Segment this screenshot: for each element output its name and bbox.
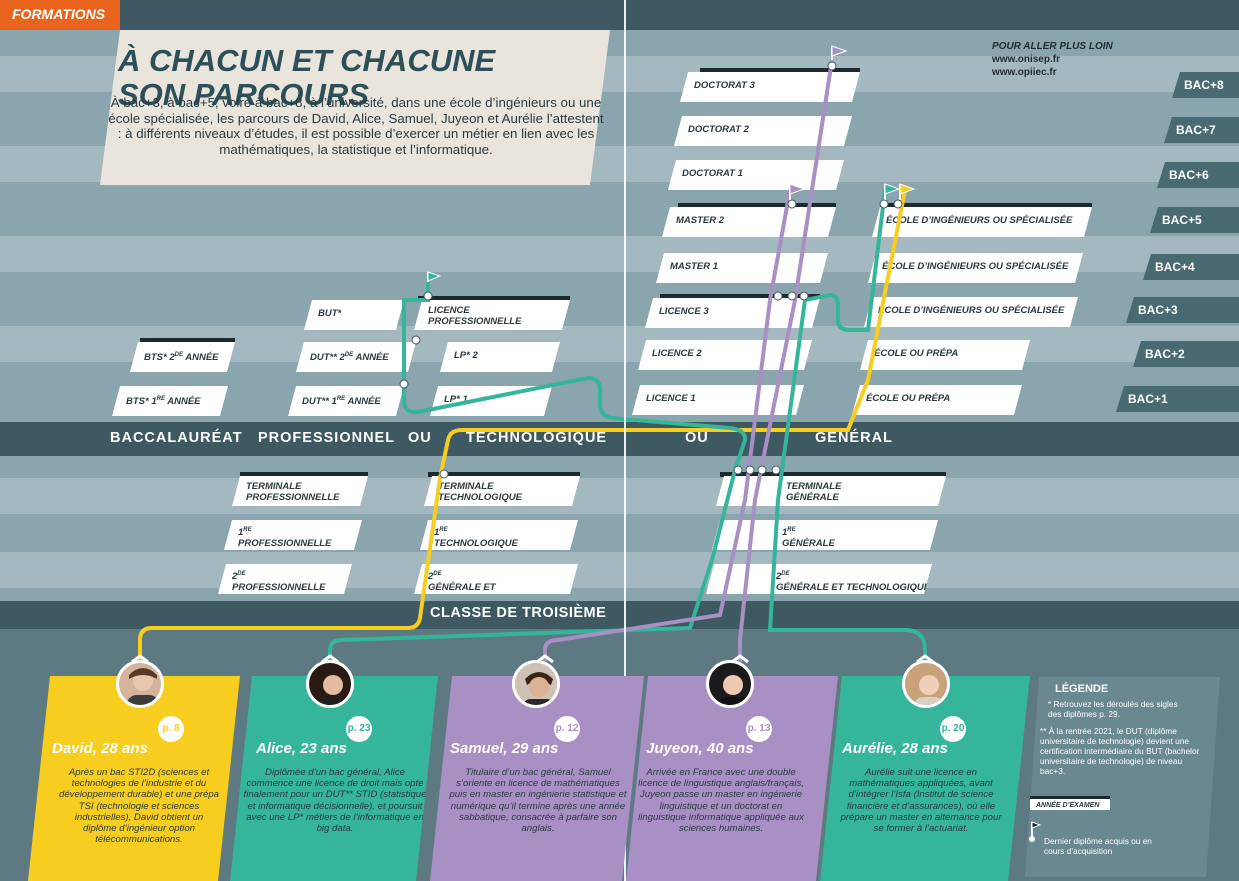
person-name: Samuel, 29 ans — [450, 740, 559, 757]
intro-text: À bac+3, à bac+5, voire à bac+8, à l’uni… — [108, 95, 604, 157]
stripe — [0, 478, 1239, 514]
path-juyeon — [738, 59, 834, 662]
level-bac4: BAC+4 — [1143, 254, 1239, 280]
exam-bar — [700, 68, 860, 73]
box-dut-1: DUT** 1RE ANNÉE — [288, 386, 404, 416]
box-ecole-prepa-2: ÉCOLE OU PRÉPA — [860, 340, 1030, 370]
center-fold — [624, 0, 626, 881]
title-box — [100, 30, 610, 185]
legend-exam-sample: ANNÉE D’EXAMEN — [1030, 796, 1110, 810]
card-juyeon: Juyeon, 40 ans Arrivée en France avec un… — [626, 676, 838, 881]
box-bts-1: BTS* 1RE ANNÉE — [112, 386, 228, 416]
legend-flag-note: Dernier diplôme acquis ou en cours d’acq… — [1044, 836, 1152, 856]
path-samuel — [543, 189, 792, 662]
band-baccalaureat: BACCALAURÉAT — [110, 430, 243, 446]
exam-bar — [240, 472, 368, 477]
avatar — [306, 660, 354, 708]
link-onisep[interactable]: www.onisep.fr — [992, 54, 1060, 65]
box-ecole-bac4: ÉCOLE D’INGÉNIEURS OU SPÉCIALISÉE — [868, 253, 1083, 283]
box-dut-2: DUT** 2DE ANNÉE — [296, 342, 416, 372]
avatar — [512, 660, 560, 708]
path-alice — [328, 282, 748, 662]
legend-note-1: * Retrouvez les déroulés des sigles des … — [1048, 699, 1178, 719]
card-aurelie: Aurélie, 28 ans Aurélie suit une licence… — [820, 676, 1030, 881]
page-badge[interactable]: p. 20 — [940, 716, 966, 742]
legend-panel — [1025, 677, 1220, 877]
flag-icon — [427, 271, 442, 282]
troisieme-band — [0, 601, 1239, 629]
avatar — [116, 660, 164, 708]
level-bac1: BAC+1 — [1116, 386, 1239, 412]
level-bac5: BAC+5 — [1150, 207, 1239, 233]
exam-bar — [428, 472, 580, 477]
exam-bar — [880, 203, 1092, 208]
person-text: Arrivée en France avec une double licenc… — [638, 767, 804, 835]
box-ecole-bac5: ÉCOLE D’INGÉNIEURS OU SPÉCIALISÉE — [872, 207, 1092, 237]
person-text: Aurélie suit une licence en mathématique… — [840, 767, 1002, 835]
person-name: Aurélie, 28 ans — [842, 740, 948, 757]
box-ecole-bac3: ÉCOLE D’INGÉNIEURS OU SPÉCIALISÉE — [864, 297, 1078, 327]
flag-icon — [831, 45, 848, 60]
card-alice: Alice, 23 ans Diplômée d’un bac général,… — [230, 676, 438, 881]
band-ou-1: OU — [408, 430, 432, 446]
band-professionnel: PROFESSIONNEL — [258, 430, 396, 446]
box-bts-2: BTS* 2DE ANNÉE — [130, 342, 235, 372]
flag-icon — [1029, 821, 1042, 842]
box-but: BUT* — [304, 300, 404, 330]
person-text: Après un bac STI2D (sciences et technolo… — [58, 767, 219, 846]
person-name: David, 28 ans — [52, 740, 148, 757]
level-bac3: BAC+3 — [1126, 297, 1239, 323]
link-opiiec[interactable]: www.opiiec.fr — [992, 67, 1057, 78]
flag-icon — [789, 183, 806, 200]
further-heading: POUR ALLER PLUS LOIN — [992, 41, 1113, 52]
exam-bar — [418, 296, 570, 301]
page-badge[interactable]: p. 23 — [346, 716, 372, 742]
box-lp-2: LP* 2 — [440, 342, 560, 372]
level-bac8: BAC+8 — [1172, 72, 1239, 98]
box-ecole-prepa-1: ÉCOLE OU PRÉPA — [852, 385, 1022, 415]
flag-icon — [899, 183, 916, 200]
page-badge[interactable]: p. 8 — [158, 716, 184, 742]
avatar — [902, 660, 950, 708]
exam-bar — [720, 472, 946, 477]
legend-title: LÉGENDE — [1055, 683, 1109, 695]
top-band — [0, 0, 1239, 30]
exam-bar — [140, 338, 235, 343]
person-name: Alice, 23 ans — [256, 740, 347, 757]
card-samuel: Samuel, 29 ans Titulaire d’un bac généra… — [430, 676, 644, 881]
path-nodes — [399, 61, 903, 479]
legend-note-2: ** À la rentrée 2021, le DUT (diplôme un… — [1040, 726, 1200, 776]
page-title: À CHACUN ET CHACUNE SON PARCOURS — [118, 43, 496, 112]
stripe — [0, 552, 1239, 588]
person-text: Titulaire d’un bac général, Samuel s’ori… — [449, 767, 627, 835]
exam-bar — [678, 203, 836, 208]
band-ou-2: OU — [685, 430, 709, 446]
page-badge[interactable]: p. 12 — [554, 716, 580, 742]
section-tag: FORMATIONS — [0, 0, 120, 30]
path-david — [138, 189, 907, 662]
person-text: Diplômée d’un bac général, Alice commenc… — [243, 767, 427, 835]
classe-troisieme: CLASSE DE TROISIÈME — [430, 605, 607, 621]
person-name: Juyeon, 40 ans — [646, 740, 754, 757]
level-bac6: BAC+6 — [1157, 162, 1239, 188]
exam-bar — [660, 294, 820, 299]
baccalaureat-band — [0, 422, 1239, 456]
path-aurelie — [767, 189, 927, 662]
level-bac7: BAC+7 — [1164, 117, 1239, 143]
band-technologique: TECHNOLOGIQUE — [466, 430, 608, 446]
further-reading: POUR ALLER PLUS LOIN www.onisep.fr www.o… — [992, 40, 1113, 79]
card-david: David, 28 ans Après un bac STI2D (scienc… — [28, 676, 240, 881]
band-general: GÉNÉRAL — [815, 430, 893, 446]
avatar — [706, 660, 754, 708]
flag-icon — [884, 183, 901, 200]
level-bac2: BAC+2 — [1133, 341, 1239, 367]
page-badge[interactable]: p. 13 — [746, 716, 772, 742]
